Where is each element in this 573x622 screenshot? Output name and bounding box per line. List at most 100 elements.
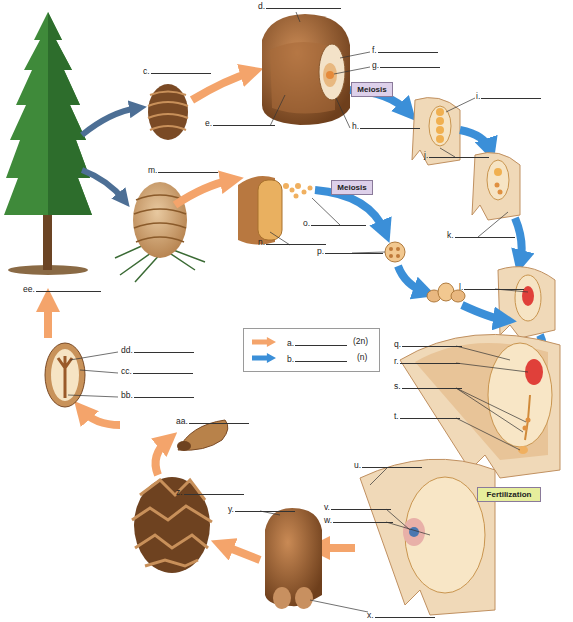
part-label: f.	[372, 45, 438, 55]
label-letter: c.	[143, 66, 150, 76]
label-letter: g.	[372, 60, 379, 70]
process-label: Fertilization	[487, 490, 532, 499]
answer-blank	[325, 246, 383, 254]
arrow	[462, 305, 505, 320]
label-letter: s.	[394, 381, 401, 391]
legend-swatch	[252, 337, 276, 347]
seed-scale	[265, 508, 322, 609]
arrow	[515, 218, 522, 262]
part-label: q.	[394, 339, 462, 349]
arrow	[192, 72, 252, 100]
answer-blank	[400, 411, 460, 419]
part-label: y.	[228, 504, 295, 514]
answer-blank	[158, 165, 218, 173]
part-label: v.	[324, 502, 391, 512]
answer-blank	[189, 416, 249, 424]
label-letter: m.	[148, 165, 157, 175]
label-letter: k.	[447, 230, 454, 240]
label-letter: y.	[228, 504, 234, 514]
answer-blank	[375, 610, 435, 618]
ovule	[400, 334, 560, 478]
answer-blank	[362, 460, 422, 468]
label-letter: o.	[303, 218, 310, 228]
answer-blank	[481, 91, 541, 99]
part-label: bb.	[121, 390, 194, 400]
part-label: z.	[176, 487, 244, 497]
legend-entry: a.	[287, 338, 347, 348]
label-letter: i.	[476, 91, 480, 101]
process-label: Meiosis	[357, 85, 386, 94]
arrow	[318, 544, 355, 552]
ovuliferous-scale	[262, 14, 350, 125]
arrow	[82, 108, 138, 135]
microspore	[385, 242, 405, 262]
answer-blank	[213, 118, 275, 126]
legend-box: a. b.	[243, 328, 380, 372]
legend-swatch	[252, 353, 276, 363]
arrow	[82, 170, 124, 200]
label-letter: (n)	[357, 352, 367, 362]
part-label: dd.	[121, 345, 194, 355]
process-box: Fertilization	[477, 487, 541, 502]
arrow	[460, 130, 490, 150]
part-label: e.	[205, 118, 275, 128]
answer-blank	[266, 237, 326, 245]
answer-blank	[266, 1, 341, 9]
answer-blank	[360, 121, 420, 129]
label-letter: aa.	[176, 416, 188, 426]
label-letter: d.	[258, 1, 265, 11]
pine-tree	[4, 12, 92, 275]
process-box: Meiosis	[351, 82, 393, 97]
process-box: Meiosis	[331, 180, 373, 195]
part-label: (2n)	[353, 337, 368, 346]
label-letter: cc.	[121, 366, 132, 376]
answer-blank	[235, 504, 295, 512]
legend-entry: b.	[287, 354, 347, 364]
ovule	[472, 153, 520, 220]
label-letter: ee.	[23, 284, 35, 294]
label-letter: q.	[394, 339, 401, 349]
part-label: ee.	[23, 284, 101, 294]
arrow	[175, 180, 232, 205]
answer-blank	[134, 390, 194, 398]
part-label: (n)	[357, 353, 367, 362]
part-label: j.	[424, 150, 489, 160]
arrow	[156, 440, 168, 475]
answer-blank	[331, 502, 391, 510]
label-letter: n.	[258, 237, 265, 247]
part-label: i.	[476, 91, 541, 101]
arrow	[44, 300, 52, 338]
ovule	[498, 267, 555, 338]
part-label: h.	[352, 121, 420, 131]
label-letter: z.	[176, 487, 183, 497]
label-letter: dd.	[121, 345, 133, 355]
part-label: u.	[354, 460, 422, 470]
part-label: o.	[303, 218, 366, 228]
part-label: k.	[447, 230, 515, 240]
answer-blank	[380, 60, 440, 68]
arrow	[82, 410, 120, 425]
answer-blank	[429, 150, 489, 158]
part-label: aa.	[176, 416, 249, 426]
microsporangium	[238, 176, 313, 244]
label-letter: w.	[324, 515, 332, 525]
arrow	[398, 266, 425, 292]
part-label: x.	[367, 610, 435, 620]
leader-lines	[68, 12, 528, 612]
answer-blank	[133, 366, 193, 374]
answer-blank	[311, 218, 366, 226]
seed	[45, 343, 85, 407]
answer-blank	[402, 339, 462, 347]
answer-blank	[151, 66, 211, 74]
legend-text: a.	[287, 338, 294, 348]
part-label: n.	[258, 237, 326, 247]
label-letter: v.	[324, 502, 330, 512]
part-label: c.	[143, 66, 211, 76]
ovule	[412, 98, 460, 165]
part-label: t.	[394, 411, 460, 421]
answer-blank	[295, 338, 347, 346]
process-label: Meiosis	[337, 183, 366, 192]
part-label: g.	[372, 60, 440, 70]
